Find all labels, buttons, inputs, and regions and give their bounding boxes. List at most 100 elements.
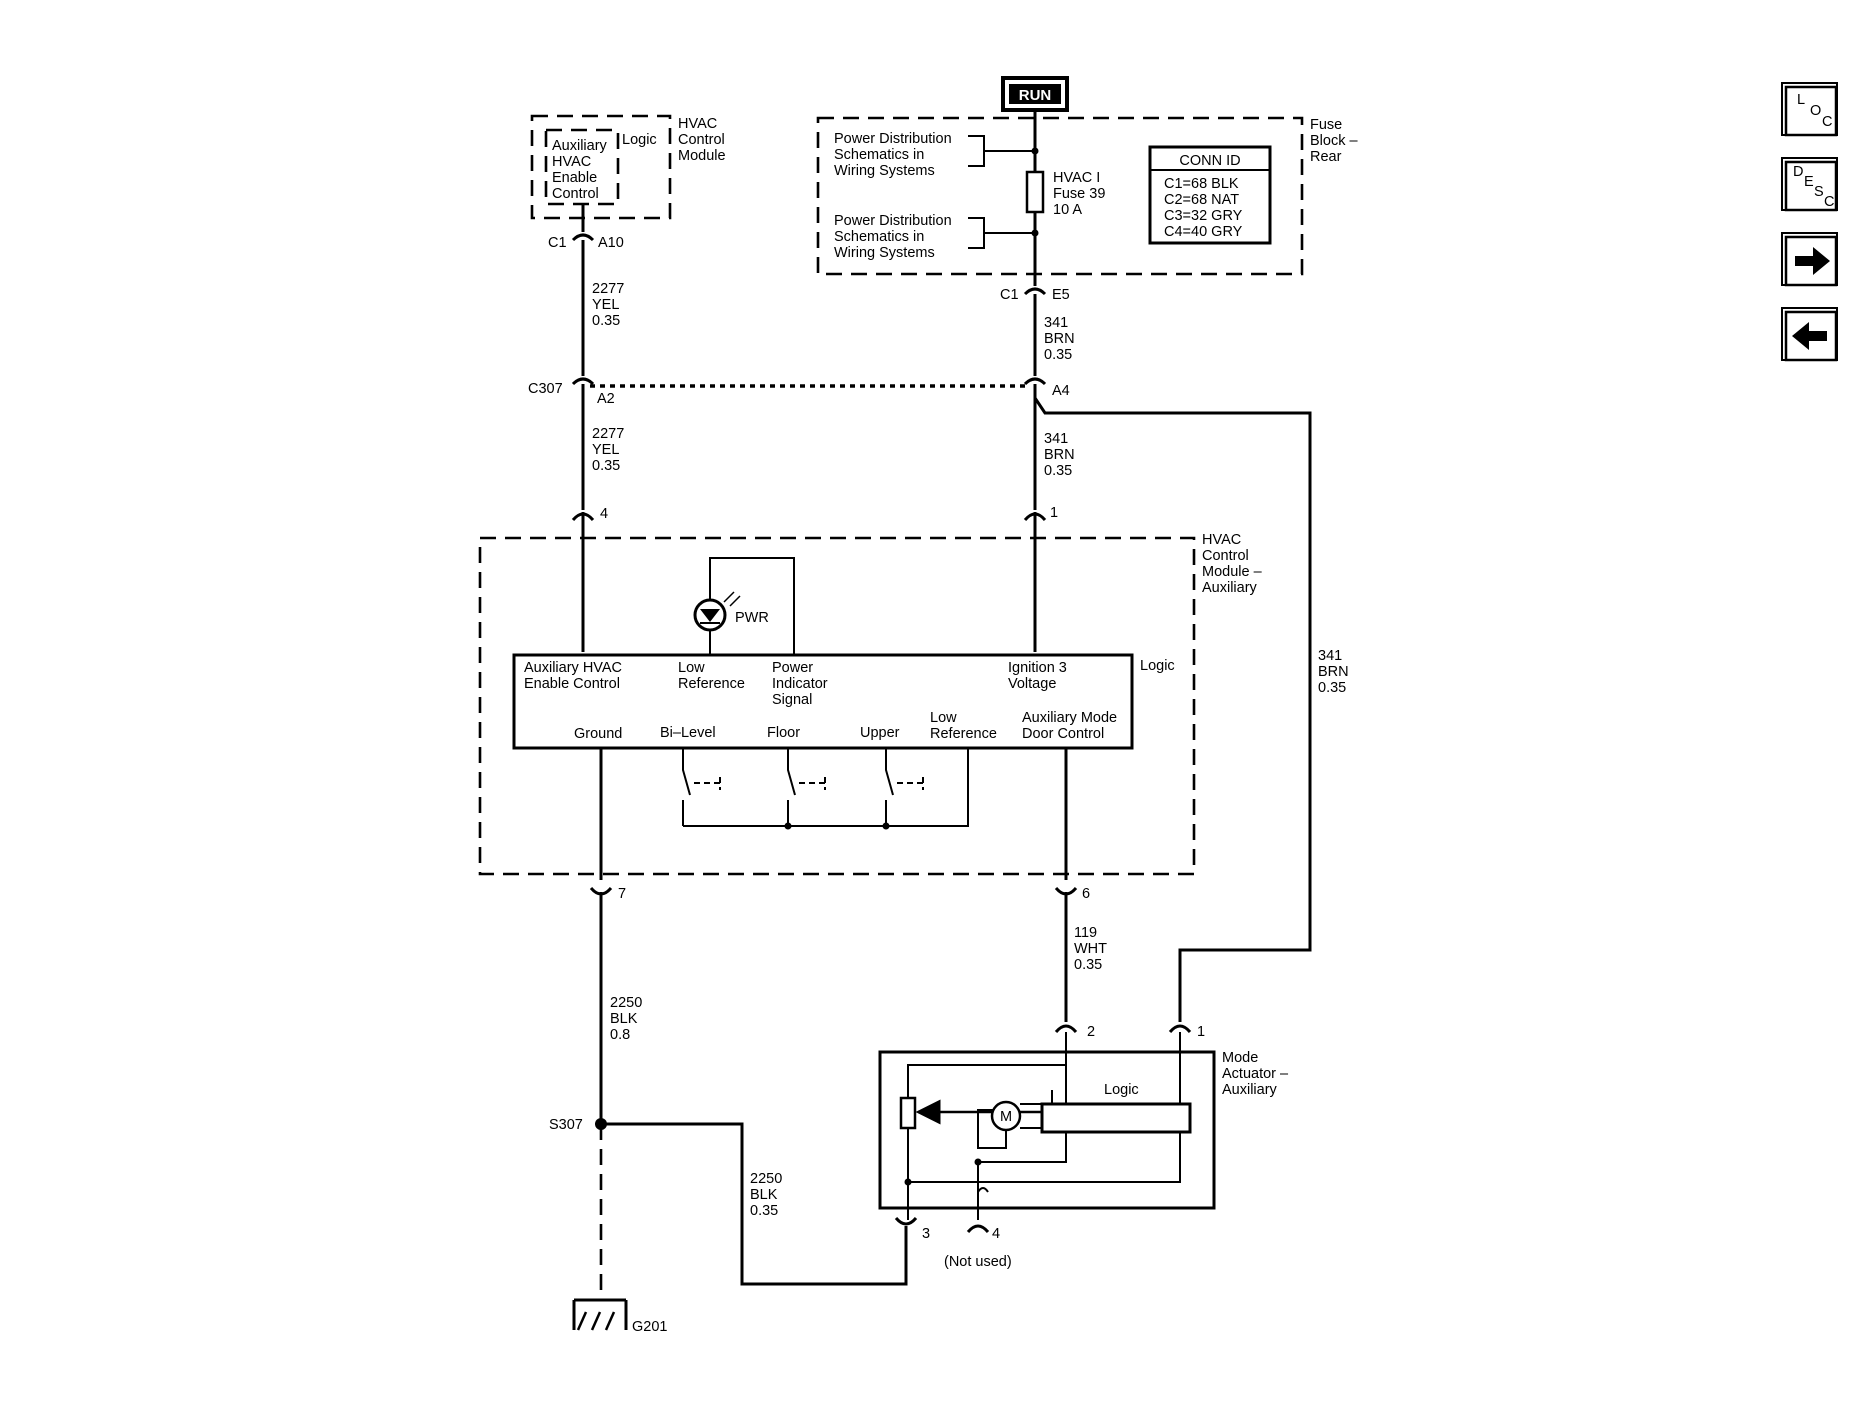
diagram-label: Schematics in	[834, 229, 924, 245]
mode-actuator-auxiliary: Mode Actuator – Auxiliary 2 1 M Logic	[878, 1024, 1289, 1220]
actuator-pin-4-connector	[966, 1224, 990, 1234]
diagram-label: C3=32 GRY	[1164, 208, 1243, 224]
s307-label: S307	[549, 1117, 583, 1133]
pin-a10: A10	[598, 235, 624, 251]
diagram-label: Auxiliary Mode	[1022, 710, 1117, 726]
diagram-label: Door Control	[1022, 726, 1104, 742]
actuator-pin-3: 3	[922, 1226, 930, 1242]
aux-pin-4: 4	[600, 506, 608, 522]
actuator-pin-4: 4	[992, 1226, 1000, 1242]
diagram-label: 2250	[610, 995, 642, 1011]
diagram-label: C2=68 NAT	[1164, 192, 1239, 208]
diagram-label: 341	[1044, 431, 1068, 447]
diagram-label: Floor	[767, 725, 800, 741]
diagram-label: C4=40 GRY	[1164, 224, 1243, 240]
diagram-label: Reference	[678, 676, 745, 692]
loc-button[interactable]: L O C	[1781, 82, 1838, 137]
actuator-pin-1: 1	[1197, 1024, 1205, 1040]
diagram-label: 2250	[750, 1171, 782, 1187]
hvac-control-module: Logic Auxiliary HVAC Enable Control HVAC…	[530, 114, 726, 220]
wire-2277-yel	[571, 204, 595, 652]
diagram-label: Upper	[860, 725, 900, 741]
diagram-label: BRN	[1318, 664, 1349, 680]
diagram-label: Indicator	[772, 676, 828, 692]
diagram-label: 341	[1044, 315, 1068, 331]
hvac-module-logic: Logic	[622, 132, 657, 148]
hvac-module-title-2: Control	[678, 132, 725, 148]
diagram-label: 2277	[592, 281, 624, 297]
enable-block-line-3: Enable	[552, 170, 597, 186]
diagram-label: Logic	[1104, 1082, 1139, 1098]
diagram-label: 0.35	[1074, 957, 1102, 973]
diagram-label: Wiring Systems	[834, 245, 935, 261]
diagram-label: Bi–Level	[660, 725, 716, 741]
pwr-label: PWR	[735, 610, 769, 626]
diagram-label: Power Distribution	[834, 213, 952, 229]
diagram-label: G201	[632, 1319, 667, 1335]
diagram-label: 10 A	[1053, 202, 1082, 218]
diagram-label: Auxiliary	[1222, 1082, 1278, 1098]
conn-id-table: CONN ID C1=68 BLK C2=68 NAT C3=32 GRY C4…	[1148, 145, 1272, 245]
enable-block-line-2: HVAC	[552, 154, 591, 170]
aux-pin-1: 1	[1050, 505, 1058, 521]
diagram-label: Auxiliary	[1202, 580, 1258, 596]
diagram-label: 0.8	[610, 1027, 630, 1043]
diagram-label: 341	[1318, 648, 1342, 664]
diagram-label: Control	[1202, 548, 1249, 564]
diagram-label: L	[1797, 92, 1805, 108]
enable-block-line-1: Auxiliary	[552, 138, 608, 154]
not-used-label: (Not used)	[944, 1254, 1012, 1270]
desc-button[interactable]: D E S C	[1781, 157, 1838, 212]
diagram-label: Wiring Systems	[834, 163, 935, 179]
diagram-label: 2277	[592, 426, 624, 442]
diagram-label: HVAC I	[1053, 170, 1100, 186]
aux-pin-6: 6	[1082, 886, 1090, 902]
diagram-label: S	[1814, 184, 1824, 200]
hvac-module-auxiliary: HVAC Control Module – Auxiliary PWR Logi…	[478, 532, 1263, 876]
potentiometer	[899, 1096, 917, 1130]
diagram-label: BRN	[1044, 331, 1075, 347]
diagram-label: 0.35	[1318, 680, 1346, 696]
run-label: RUN	[1001, 76, 1069, 112]
diagram-label: M	[1000, 1109, 1012, 1125]
diagram-label: Ignition 3	[1008, 660, 1067, 676]
diagram-label: Module –	[1202, 564, 1263, 580]
diagram-label: Low	[930, 710, 957, 726]
enable-block-line-4: Control	[552, 186, 599, 202]
hvac-module-title-3: Module	[678, 148, 726, 164]
fuse-c1-label: C1	[1000, 287, 1019, 303]
actuator-logic-box	[1040, 1102, 1192, 1134]
diagram-label: Low	[678, 660, 705, 676]
diagram-label: Mode	[1222, 1050, 1258, 1066]
diagram-label: YEL	[592, 297, 619, 313]
diagram-label: BLK	[750, 1187, 778, 1203]
arrow-right-icon	[1795, 247, 1830, 275]
diagram-label: C1=68 BLK	[1164, 176, 1239, 192]
diagram-label: WHT	[1074, 941, 1107, 957]
hvac-module-title-1: HVAC	[678, 116, 717, 132]
next-button[interactable]	[1781, 232, 1838, 287]
diagram-label: Ground	[574, 726, 622, 742]
aux-pin-7: 7	[618, 886, 626, 902]
motor	[990, 1100, 1022, 1132]
diagram-label: Voltage	[1008, 676, 1056, 692]
diagram-label: O	[1810, 103, 1821, 119]
pin-a4: A4	[1052, 383, 1070, 399]
actuator-pin-2: 2	[1087, 1024, 1095, 1040]
fuse-block-title-3: Rear	[1310, 149, 1342, 165]
diagram-label: 0.35	[750, 1203, 778, 1219]
diagram-label: 0.35	[592, 458, 620, 474]
mode-switches	[682, 748, 969, 830]
diagram-label: 0.35	[1044, 347, 1072, 363]
fuse-39	[1025, 170, 1045, 214]
diagram-label: Reference	[930, 726, 997, 742]
back-button[interactable]	[1781, 307, 1838, 362]
pin-a2: A2	[597, 391, 615, 407]
diagram-label: Enable Control	[524, 676, 620, 692]
diagram-label: Power	[772, 660, 813, 676]
c307-label: C307	[528, 381, 563, 397]
pin-e5: E5	[1052, 287, 1070, 303]
fuse-block-title-2: Block –	[1310, 133, 1358, 149]
diagram-label: Fuse 39	[1053, 186, 1105, 202]
